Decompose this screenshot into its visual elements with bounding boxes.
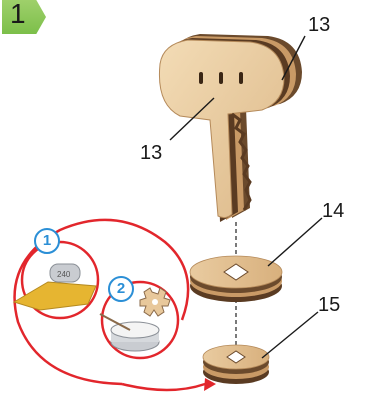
leader-line-14 xyxy=(268,218,322,266)
part-label-13-right: 13 xyxy=(308,14,330,37)
callout-number-1: 1 xyxy=(34,228,60,254)
sandpaper-detail: 240 xyxy=(14,242,98,318)
step-number: 1 xyxy=(10,0,26,30)
ring-part-14 xyxy=(190,256,282,302)
sandpaper-grit-label: 240 xyxy=(57,270,71,279)
part-label-14: 14 xyxy=(322,200,344,223)
callout-number-2: 2 xyxy=(108,276,134,302)
ring-part-15 xyxy=(203,345,269,384)
step-badge: 1 xyxy=(2,0,46,34)
part-label-15: 15 xyxy=(318,294,340,317)
part-label-13-left: 13 xyxy=(140,142,162,165)
leader-line-15 xyxy=(262,312,318,358)
t-part-13 xyxy=(159,34,302,222)
